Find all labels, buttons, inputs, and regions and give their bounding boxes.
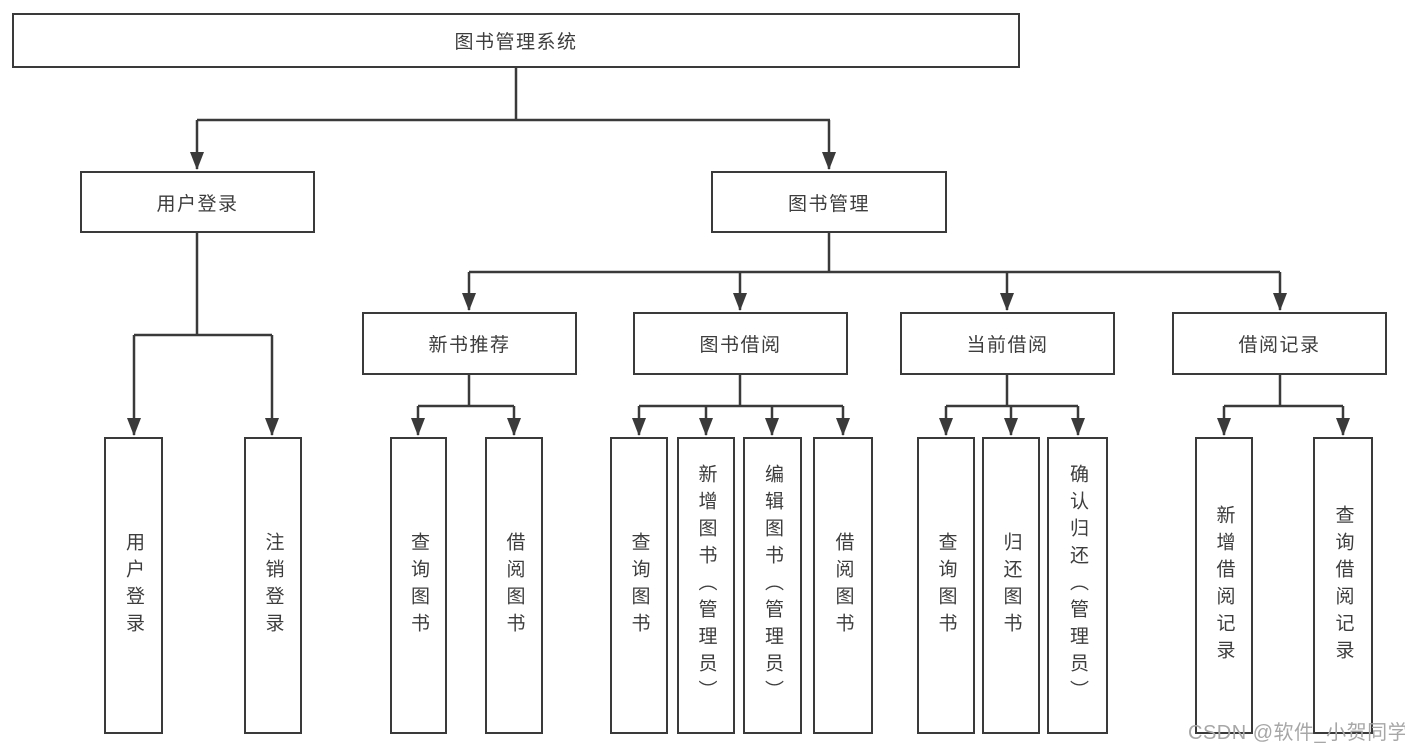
leaf-borrow-book: 借阅图书	[813, 437, 873, 734]
leaf-query-book-borrow: 查询图书	[610, 437, 668, 734]
node-root-library-system: 图书管理系统	[12, 13, 1020, 68]
leaf-query-book-current: 查询图书	[917, 437, 975, 734]
leaf-borrow-book-recommend: 借阅图书	[485, 437, 543, 734]
node-new-book-recommend: 新书推荐	[362, 312, 577, 375]
node-current-borrow: 当前借阅	[900, 312, 1115, 375]
node-borrow-record: 借阅记录	[1172, 312, 1387, 375]
leaf-edit-book-admin: 编辑图书（管理员）	[743, 437, 802, 734]
node-book-borrow: 图书借阅	[633, 312, 848, 375]
leaf-logout: 注销登录	[244, 437, 302, 734]
leaf-query-book-recommend: 查询图书	[390, 437, 447, 734]
leaf-add-book-admin: 新增图书（管理员）	[677, 437, 735, 734]
node-book-management: 图书管理	[711, 171, 947, 233]
tree-edges	[127, 68, 1350, 436]
leaf-query-borrow-record: 查询借阅记录	[1313, 437, 1373, 734]
leaf-confirm-return-admin: 确认归还（管理员）	[1047, 437, 1108, 734]
leaf-add-borrow-record: 新增借阅记录	[1195, 437, 1253, 734]
csdn-watermark: CSDN @软件_小贺同学	[1188, 722, 1405, 744]
leaf-user-login: 用户登录	[104, 437, 163, 734]
node-user-login: 用户登录	[80, 171, 315, 233]
leaf-return-book: 归还图书	[982, 437, 1040, 734]
